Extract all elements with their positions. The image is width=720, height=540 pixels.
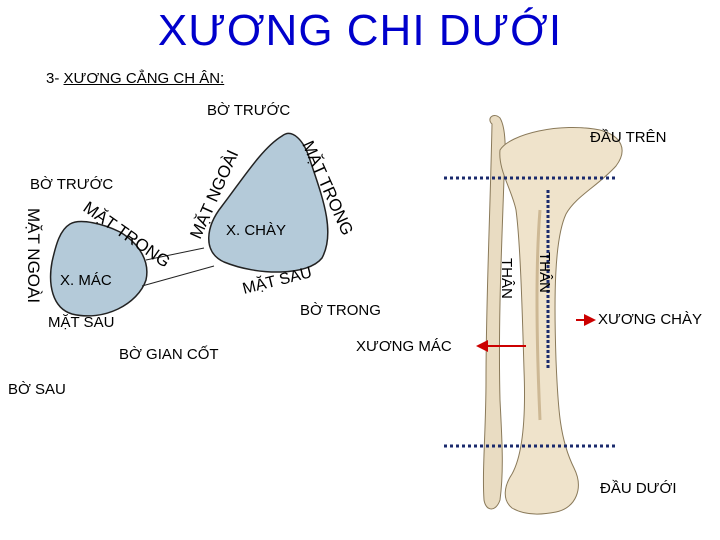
label-xuong-chay: XƯƠNG CHÀY <box>598 311 703 328</box>
interosseous-line-2 <box>141 265 215 287</box>
label-x-mac: X. MÁC <box>60 272 112 289</box>
label-dau-duoi: ĐẦU DƯỚI <box>600 480 677 497</box>
tibia-bone <box>499 127 623 515</box>
fibula-cross-section <box>49 220 148 317</box>
label-mat-ngoai-left: MẶT NGOÀI <box>24 208 43 303</box>
label-bo-truoc-top: BỜ TRƯỚC <box>207 102 291 119</box>
fibula-bone <box>482 115 506 510</box>
arrow-xuong-chay-head <box>584 314 596 326</box>
label-dau-tren: ĐẦU TRÊN <box>590 129 667 146</box>
label-bo-gian-cot: BỜ GIAN CỐT <box>119 346 219 363</box>
label-mat-sau-left: MẶT SAU <box>48 314 115 331</box>
label-bo-trong: BỜ TRONG <box>300 302 381 319</box>
label-bo-truoc-left: BỜ TRƯỚC <box>30 176 114 193</box>
label-xuong-mac: XƯƠNG MÁC <box>356 338 452 355</box>
tibia-shading <box>535 209 542 421</box>
subtitle-prefix: 3- <box>46 70 64 87</box>
label-bo-sau: BỜ SAU <box>8 381 66 398</box>
arrow-xuong-mac-head <box>476 340 488 352</box>
label-x-chay: X. CHÀY <box>226 222 287 239</box>
interosseous-line-1 <box>145 247 205 261</box>
subtitle-text: XƯƠNG CẲNG CH ÂN: <box>63 70 225 87</box>
label-than-1: THÂN <box>498 258 515 299</box>
section-subtitle: 3- XƯƠNG CẲNG CH ÂN: <box>46 70 224 87</box>
label-than-2: THÂN <box>536 252 553 293</box>
page-title: XƯƠNG CHI DƯỚI <box>157 6 563 55</box>
tibia-cross-section <box>208 132 329 273</box>
